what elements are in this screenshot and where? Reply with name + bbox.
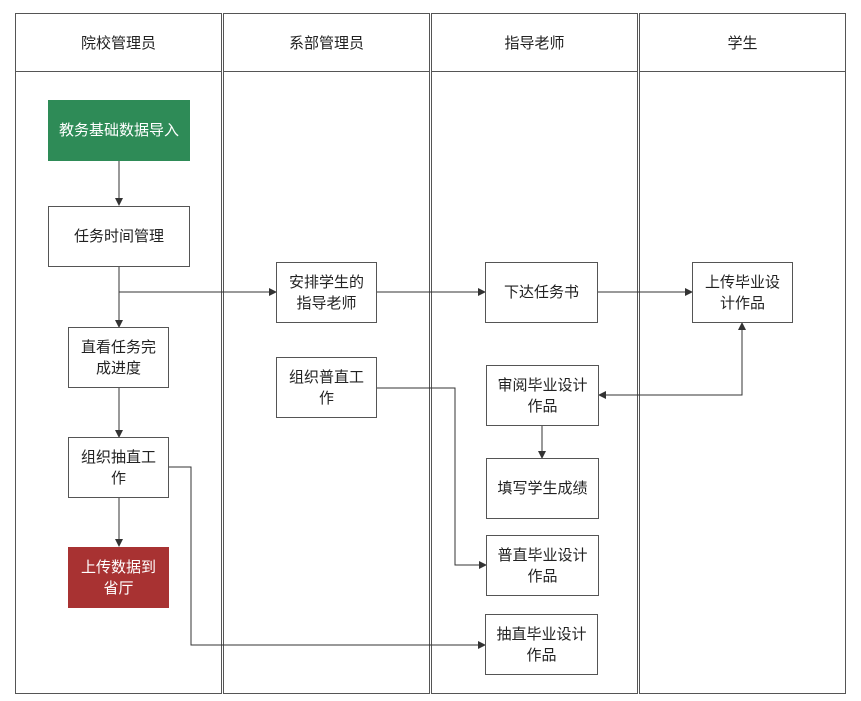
node-general-check[interactable]: 普直毕业设计作品 (486, 535, 599, 596)
lane-title: 院校管理员 (16, 14, 221, 72)
lane-title: 学生 (640, 14, 845, 72)
node-org-general[interactable]: 组织普直工作 (276, 357, 377, 418)
lane-student: 学生 (639, 13, 846, 694)
node-upload-design[interactable]: 上传毕业设计作品 (692, 262, 793, 323)
node-upload-province[interactable]: 上传数据到省厅 (68, 547, 169, 608)
lane-dept-admin: 系部管理员 (223, 13, 430, 694)
node-org-sampling[interactable]: 组织抽直工作 (68, 437, 169, 498)
node-import-data[interactable]: 教务基础数据导入 (48, 100, 190, 161)
node-assign-advisor[interactable]: 安排学生的指导老师 (276, 262, 377, 323)
node-review-design[interactable]: 审阅毕业设计作品 (486, 365, 599, 426)
lane-title: 系部管理员 (224, 14, 429, 72)
node-sample-check[interactable]: 抽直毕业设计作品 (485, 614, 598, 675)
lane-school-admin: 院校管理员 (15, 13, 222, 694)
lane-title: 指导老师 (432, 14, 637, 72)
node-task-time-management[interactable]: 任务时间管理 (48, 206, 190, 267)
node-issue-task[interactable]: 下达任务书 (485, 262, 598, 323)
node-view-progress[interactable]: 直看任务完成进度 (68, 327, 169, 388)
node-fill-grade[interactable]: 填写学生成绩 (486, 458, 599, 519)
